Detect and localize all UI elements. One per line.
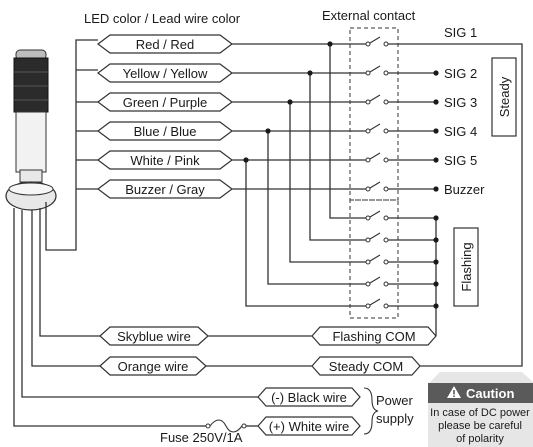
switch-symbols [365, 36, 389, 309]
white-wire-tag: (+) White wire [257, 416, 361, 436]
wire-label-blue: Blue / Blue [134, 124, 197, 139]
steady-com-label: Steady COM [329, 359, 403, 374]
signal-tower-icon [5, 49, 57, 211]
sig-5-label: SIG 5 [444, 153, 477, 168]
orange-wire-label: Orange wire [118, 359, 189, 374]
fuse-icon [200, 419, 258, 433]
fuse-label: Fuse 250V/1A [160, 430, 243, 445]
led-lead-wire-heading: LED color / Lead wire color [84, 11, 241, 26]
flashing-group-label: Flashing [453, 227, 479, 307]
flashing-com-label: Flashing COM [332, 329, 415, 344]
junction-dots [243, 41, 333, 163]
wire-label-yellow: Yellow / Yellow [123, 66, 208, 81]
power-brace [363, 387, 379, 435]
caution-line-2: please be careful [438, 420, 522, 432]
steady-contact-box [349, 27, 399, 201]
output-dots [433, 70, 439, 309]
power-label: Power [376, 393, 414, 408]
white-wire-label: (+) White wire [269, 419, 350, 434]
black-wire-label: (-) Black wire [271, 390, 347, 405]
flashing-text: Flashing [459, 242, 474, 291]
wire-label-green: Green / Purple [123, 95, 208, 110]
steady-group-label: Steady [491, 57, 517, 137]
wire-tag-red: Red / Red [97, 34, 233, 54]
sig-3-label: SIG 3 [444, 95, 477, 110]
tower-wire-bundle [13, 39, 258, 427]
caution-line-1: In case of DC power [430, 407, 530, 419]
buzzer-label: Buzzer [444, 182, 485, 197]
sig-1-label: SIG 1 [444, 25, 477, 40]
orange-wire-tag: Orange wire [99, 356, 207, 376]
steady-com-tag: Steady COM [311, 356, 421, 376]
wire-tag-green: Green / Purple [97, 92, 233, 112]
wire-tag-yellow: Yellow / Yellow [97, 63, 233, 83]
steady-text: Steady [497, 76, 512, 117]
wire-label-white: White / Pink [130, 153, 200, 168]
flashing-contact-box [349, 199, 399, 319]
black-wire-tag: (-) Black wire [257, 387, 361, 407]
wire-tag-white: White / Pink [97, 150, 233, 170]
wire-tag-buzzer: Buzzer / Gray [97, 179, 233, 199]
skyblue-wire-label: Skyblue wire [117, 329, 191, 344]
sig-2-label: SIG 2 [444, 66, 477, 81]
wire-label-red: Red / Red [136, 37, 195, 52]
caution-title: Caution [466, 386, 514, 401]
wire-tag-blue: Blue / Blue [97, 121, 233, 141]
supply-label: supply [376, 411, 414, 426]
warning-icon [447, 386, 461, 398]
external-contact-heading: External contact [322, 8, 416, 23]
signal-lines [232, 43, 366, 307]
caution-line-3: of polarity [456, 433, 504, 445]
flashing-com-tag: Flashing COM [311, 326, 437, 346]
skyblue-wire-tag: Skyblue wire [99, 326, 209, 346]
sig-4-label: SIG 4 [444, 124, 477, 139]
wire-label-buzzer: Buzzer / Gray [125, 182, 205, 197]
caution-box: Caution In case of DC power please be ca… [428, 372, 533, 447]
